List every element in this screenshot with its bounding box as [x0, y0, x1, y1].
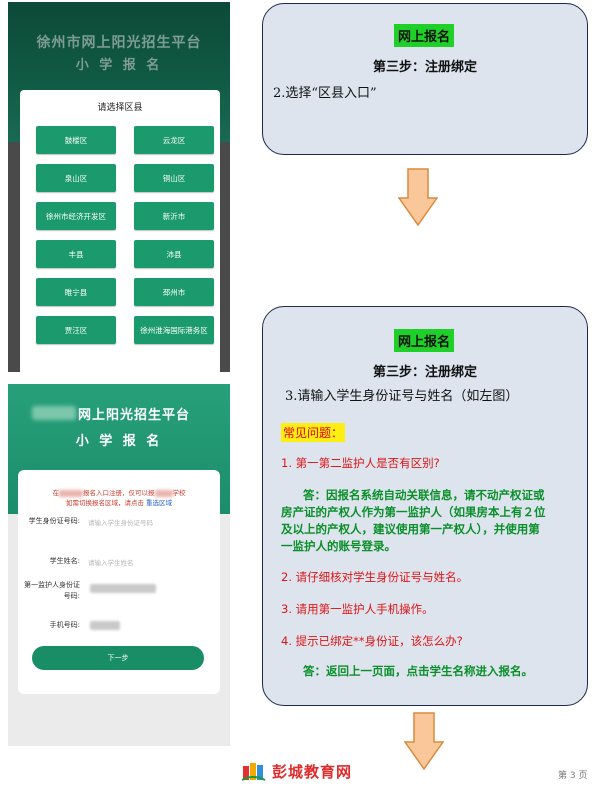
district-button[interactable]: 沛县	[134, 240, 214, 268]
faq-question-3: 3. 请用第一监护人手机操作。	[281, 602, 434, 616]
district-button[interactable]: 贾汪区	[36, 316, 116, 344]
step-box-2: 网上报名 第三步：注册绑定 3.请输入学生身份证号与姓名（如左图） 常见问题： …	[262, 306, 588, 706]
platform-subtitle: 小 学 报 名	[75, 434, 163, 449]
step-box-1: 网上报名 第三步：注册绑定 2.选择“区县入口”	[262, 3, 588, 155]
site-logo: 彭城教育网	[242, 760, 352, 782]
district-button[interactable]: 睢宁县	[36, 278, 116, 306]
page-number: 第 3 页	[558, 771, 588, 781]
logo-text: 彭城教育网	[272, 762, 353, 781]
down-arrow-icon	[398, 168, 438, 226]
faq-answer-1-line-2: 房产证的产权人作为第一监护人（如果房本上有２位	[281, 505, 546, 519]
student-name-input[interactable]: 请输入学生姓名	[88, 559, 134, 567]
faq-answer-1-line-4: 一监护人的账号登录。	[281, 539, 396, 553]
book-logo-icon	[242, 763, 266, 781]
down-arrow-icon	[404, 712, 444, 770]
id-number-label: 学生身份证号码:	[28, 517, 80, 525]
district-button[interactable]: 铜山区	[134, 164, 214, 192]
district-button[interactable]: 新沂市	[134, 202, 214, 230]
guardian-id-label: 第一监护人身份证号码:	[24, 581, 80, 600]
district-select-screenshot: 徐州市网上阳光招生平台 小 学 报 名 请选择区县 鼓楼区 云龙区 泉山区 铜山…	[8, 2, 230, 372]
faq-question-2: 2. 请仔细核对学生身份证号与姓名。	[281, 570, 469, 584]
next-step-button[interactable]: 下一步	[32, 646, 204, 670]
faq-answer-1-line-3: 及以上的产权人，建议使用第一产权人），并使用第	[281, 522, 540, 536]
online-registration-badge: 网上报名	[394, 24, 455, 47]
reselect-district-link[interactable]: 重选区域	[146, 499, 173, 507]
platform-title: 徐州市网上阳光招生平台	[36, 35, 202, 51]
faq-label: 常见问题：	[281, 423, 346, 442]
faq-question-1: 1. 第一第二监护人是否有区别?	[281, 456, 440, 470]
faq-answer-1-line-1: 答：因报名系统自动关联信息，请不动产权证或	[303, 488, 545, 502]
step-title: 第三步：注册绑定	[372, 365, 477, 380]
phone-number-label: 手机号码:	[49, 621, 80, 629]
registration-card: 在报名入口注册，仅可以报学校 如需切换报名区域，请点击 重选区域 学生身份证号码…	[18, 470, 220, 694]
district-button[interactable]: 邳州市	[134, 278, 214, 306]
faq-question-4: 4. 提示已绑定**身份证，该怎么办?	[281, 634, 463, 648]
step-instruction: 3.请输入学生身份证号与姓名（如左图）	[285, 389, 519, 404]
faq-answer-4: 答：返回上一页面，点击学生名称进入报名。	[303, 664, 533, 678]
district-button[interactable]: 鼓楼区	[36, 126, 116, 154]
district-notice: 在报名入口注册，仅可以报学校 如需切换报名区域，请点击 重选区域	[52, 489, 186, 507]
student-name-label: 学生姓名:	[49, 557, 80, 565]
step-title: 第三步：注册绑定	[372, 60, 477, 75]
phone-number-input[interactable]	[90, 621, 120, 630]
district-card-title: 请选择区县	[97, 103, 143, 113]
district-button[interactable]: 徐州市经济开发区	[36, 202, 116, 230]
id-number-input[interactable]: 请输入学生身份证号码	[88, 519, 153, 527]
registration-form-screenshot: 网上阳光招生平台 小 学 报 名 在报名入口注册，仅可以报学校 如需切换报名区域…	[8, 384, 230, 746]
district-button[interactable]: 丰县	[36, 240, 116, 268]
district-card: 请选择区县 鼓楼区 云龙区 泉山区 铜山区 徐州市经济开发区 新沂市 丰县 沛县…	[20, 90, 220, 372]
district-button[interactable]: 徐州淮海国际港务区	[134, 316, 214, 344]
platform-subtitle: 小 学 报 名	[75, 58, 163, 73]
step-instruction: 2.选择“区县入口”	[273, 86, 377, 101]
blurred-city-name	[32, 406, 76, 420]
platform-title: 网上阳光招生平台	[78, 408, 191, 423]
district-button[interactable]: 泉山区	[36, 164, 116, 192]
online-registration-badge: 网上报名	[394, 329, 455, 352]
guardian-id-input[interactable]	[90, 584, 156, 593]
district-button[interactable]: 云龙区	[134, 126, 214, 154]
